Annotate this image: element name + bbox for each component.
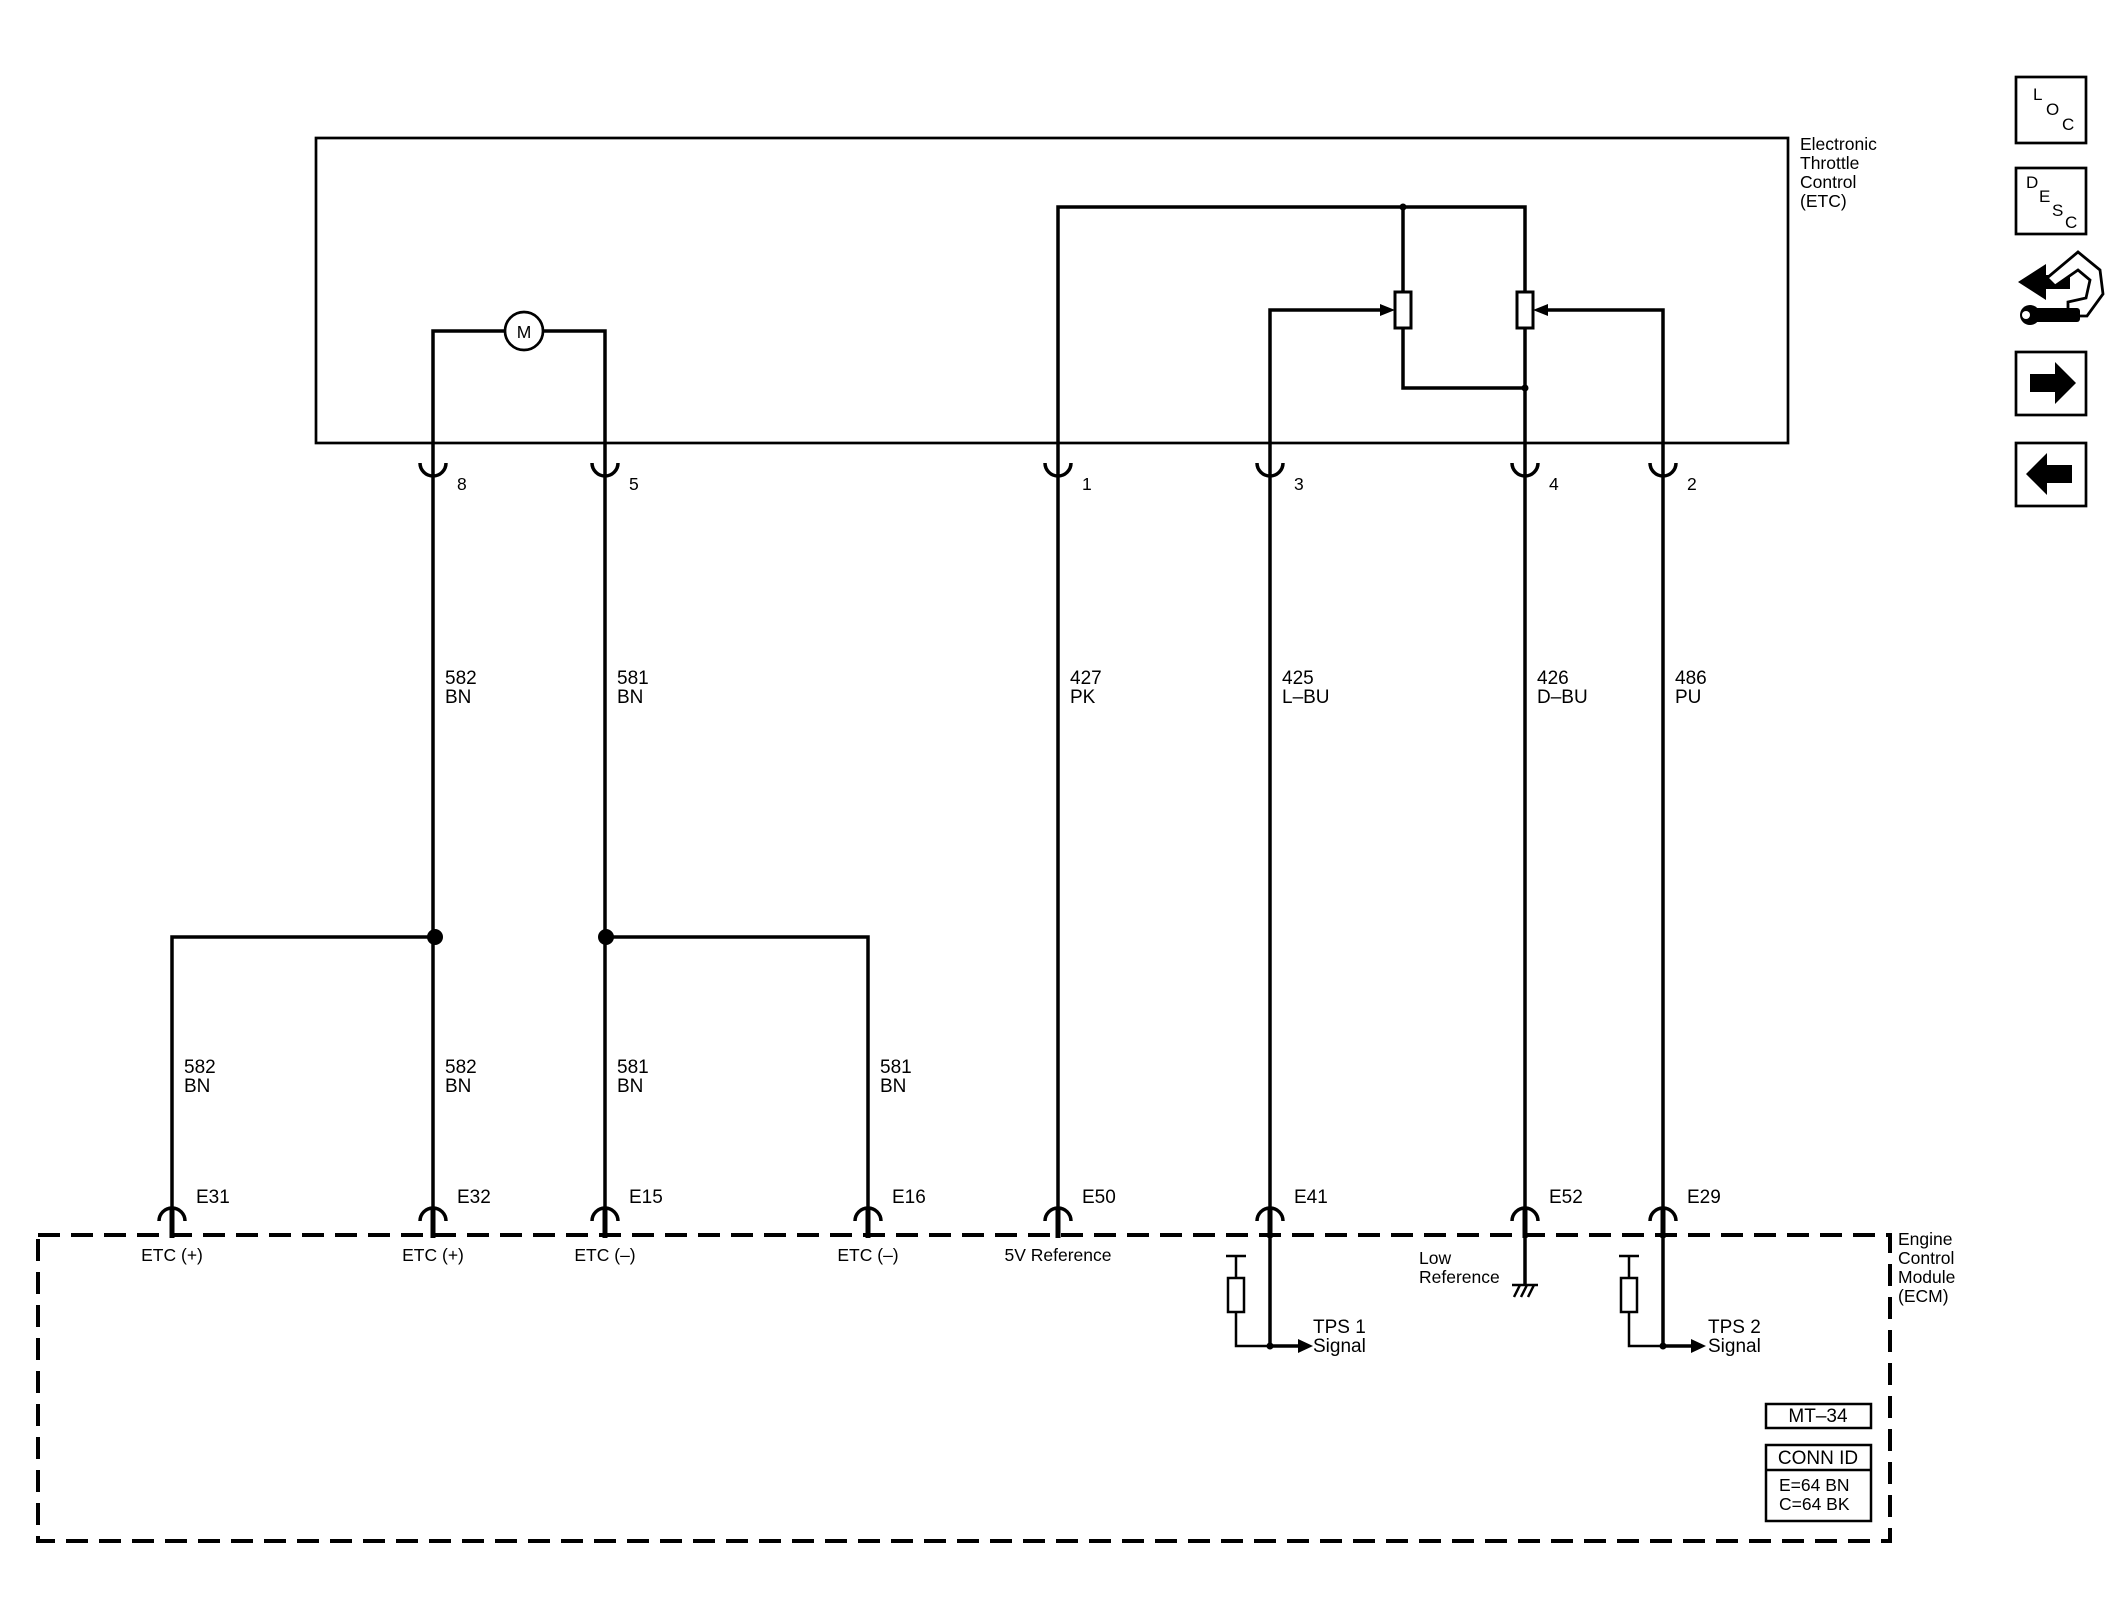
desc-button[interactable]: D E S C: [2014, 166, 2088, 236]
wire-labels: 582BN581BN427PK425L–BU426D–BU486PU582BN5…: [184, 668, 1707, 1097]
svg-text:M: M: [517, 322, 532, 342]
ecm-pin-function: ETC (+): [141, 1245, 203, 1265]
conn-id-title: CONN ID: [1778, 1448, 1858, 1469]
wire-color-code: L–BU: [1282, 687, 1330, 708]
loc-button[interactable]: L O C: [2014, 75, 2088, 145]
splice-582: [427, 929, 443, 945]
ecm-module-name-line-1: Engine: [1898, 1229, 1953, 1249]
arrow-left-icon: [2026, 453, 2072, 495]
etc-pin-label: 8: [457, 474, 467, 494]
wire-color-code: BN: [617, 1076, 643, 1097]
wire-circuit-number: 427: [1070, 668, 1102, 689]
ecm-pin-function: ETC (–): [837, 1245, 898, 1265]
ecm-pin-label: E32: [457, 1187, 491, 1208]
desc-letter-d: D: [2026, 173, 2038, 192]
low-reference-line-1: Low: [1419, 1248, 1451, 1268]
conn-id-line-2: C=64 BK: [1779, 1494, 1850, 1514]
ecm-internal: [1226, 1225, 1706, 1353]
wire-circuit-number: 582: [445, 1057, 477, 1078]
tps2-signal-line-2: Signal: [1708, 1336, 1761, 1357]
wire-color-code: BN: [617, 687, 643, 708]
ecm-pin-label: E29: [1687, 1187, 1721, 1208]
wire-color-code: PK: [1070, 687, 1096, 708]
loc-letter-o: O: [2046, 100, 2059, 119]
etc-pin-label: 2: [1687, 474, 1697, 494]
wire-color-code: BN: [445, 687, 471, 708]
etc-pin-label: 5: [629, 474, 639, 494]
etc-module-name-line-4: (ETC): [1800, 191, 1847, 211]
ecm-pin-label: E16: [892, 1187, 926, 1208]
ecm-module-name-line-3: Module: [1898, 1267, 1955, 1287]
previous-page-button[interactable]: [2014, 441, 2088, 508]
tps-sensor-circuit: [1056, 203, 1665, 453]
wire-circuit-number: 582: [184, 1057, 216, 1078]
etc-module-name-line-3: Control: [1800, 172, 1856, 192]
wire-circuit-number: 581: [617, 1057, 649, 1078]
etc-pin-label: 4: [1549, 474, 1559, 494]
tps2-signal-line-1: TPS 2: [1708, 1317, 1761, 1338]
wire-color-code: D–BU: [1537, 687, 1588, 708]
ecm-pin-label: E41: [1294, 1187, 1328, 1208]
etc-module-name-line-2: Throttle: [1800, 153, 1859, 173]
ecm-pin-label: E52: [1549, 1187, 1583, 1208]
wire-circuit-number: 425: [1282, 668, 1314, 689]
etc-pin-label: 1: [1082, 474, 1092, 494]
ecm-pin-function: ETC (+): [402, 1245, 464, 1265]
wire-circuit-number: 486: [1675, 668, 1707, 689]
ecm-module-name-line-4: (ECM): [1898, 1286, 1949, 1306]
tps2-potentiometer: [1515, 290, 1535, 330]
etc-pin-label: 3: [1294, 474, 1304, 494]
tps1-signal-line-1: TPS 1: [1313, 1317, 1366, 1338]
arrow-right-icon: [2030, 362, 2076, 404]
ecm-module-box: [36, 1233, 1892, 1543]
wire-color-code: BN: [880, 1076, 906, 1097]
etc-module-box: [314, 136, 1790, 445]
ecm-pin-label: E50: [1082, 1187, 1116, 1208]
wire-color-code: PU: [1675, 687, 1701, 708]
wire-circuit-number: 581: [617, 668, 649, 689]
wire-color-code: BN: [445, 1076, 471, 1097]
loc-letter-c: C: [2062, 115, 2074, 134]
tps1-potentiometer: [1393, 290, 1413, 330]
ecm-pin-function: ETC (–): [574, 1245, 635, 1265]
connector-repair-icon[interactable]: [2018, 250, 2105, 325]
throttle-motor: M: [431, 310, 607, 453]
conn-id-line-1: E=64 BN: [1779, 1475, 1850, 1495]
conn-id-box: [1764, 1443, 1873, 1523]
page-id-box: [1764, 1402, 1873, 1430]
desc-letter-e: E: [2039, 187, 2050, 206]
tps1-signal-line-2: Signal: [1313, 1336, 1366, 1357]
wire-circuit-number: 581: [880, 1057, 912, 1078]
harness-wires: [170, 453, 1665, 1210]
next-page-button[interactable]: [2014, 350, 2088, 417]
etc-module-name-line-1: Electronic: [1800, 134, 1877, 154]
splice-581: [598, 929, 614, 945]
low-reference-line-2: Reference: [1419, 1267, 1500, 1287]
desc-letter-s: S: [2052, 201, 2063, 220]
ecm-pin-label: E15: [629, 1187, 663, 1208]
desc-letter-c: C: [2065, 213, 2077, 232]
wire-circuit-number: 582: [445, 668, 477, 689]
page-id: MT–34: [1788, 1406, 1848, 1427]
wire-circuit-number: 426: [1537, 668, 1569, 689]
ecm-pin-label: E31: [196, 1187, 230, 1208]
ecm-module-name-line-2: Control: [1898, 1248, 1954, 1268]
ecm-pin-function: 5V Reference: [1004, 1245, 1111, 1265]
wire-color-code: BN: [184, 1076, 210, 1097]
loc-letter-l: L: [2033, 85, 2042, 104]
